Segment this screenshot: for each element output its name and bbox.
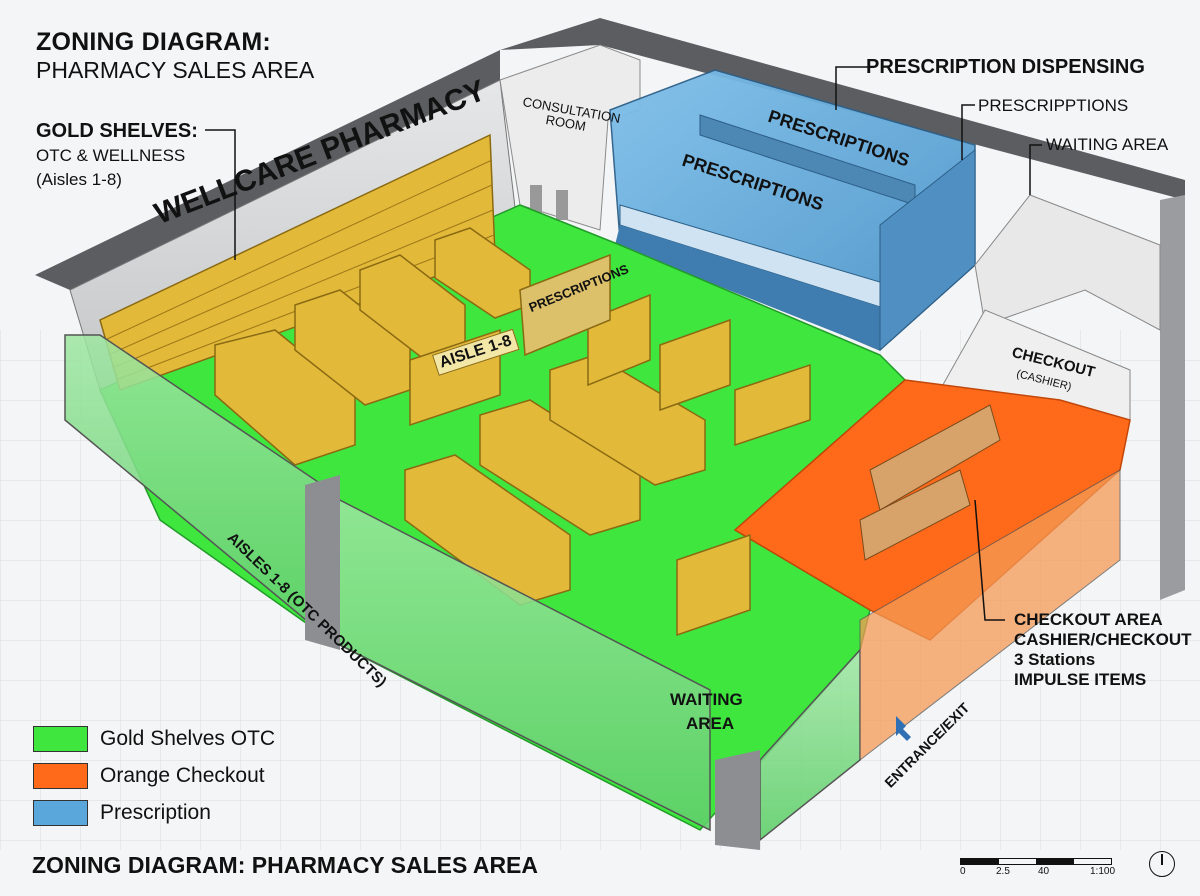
diagram-title: ZONING DIAGRAM: [36, 28, 271, 56]
entrance-arrow-icon [896, 716, 911, 741]
checkout-callout-line3: 3 Stations [1014, 650, 1096, 669]
scale-bar: 0 2.5 40 1:100 [960, 858, 1130, 880]
legend-item-prescription: Prescription [33, 794, 275, 831]
legend-label-prescription: Prescription [100, 800, 211, 824]
waiting-area-floor-label-2: AREA [686, 714, 735, 733]
scale-tick-2: 40 [1038, 866, 1050, 877]
leader-lines [205, 66, 1042, 621]
scale-tick-0: 0 [960, 866, 966, 877]
checkout-zone-floor [733, 379, 1131, 641]
gold-shelves-heading: GOLD SHELVES: [36, 120, 198, 142]
waiting-area-floor-label-1: WAITING [670, 690, 743, 709]
waiting-area-callout: WAITING AREA [1046, 135, 1169, 154]
scale-tick-3: 1:100 [1090, 866, 1116, 877]
legend-label-checkout: Orange Checkout [100, 763, 265, 787]
checkout-callout-line1: CHECKOUT AREA [1014, 610, 1163, 629]
legend-swatch-otc [33, 725, 88, 752]
legend: Gold Shelves OTC Orange Checkout Prescri… [33, 720, 275, 831]
prescriptions-callout: PRESCRIPPTIONS [978, 96, 1129, 115]
north-arrow-icon [1149, 851, 1175, 877]
legend-swatch-prescription [33, 799, 88, 826]
gold-shelves-line1: OTC & WELLNESS [36, 146, 186, 165]
scale-ticks: 0 2.5 40 1:100 [960, 866, 1130, 880]
checkout-callout-line4: IMPULSE ITEMS [1014, 670, 1147, 689]
diagram-subtitle: PHARMACY SALES AREA [36, 57, 315, 83]
scale-bar-graphic [960, 858, 1112, 865]
prescription-dispensing-label: PRESCRIPTION DISPENSING [866, 56, 1145, 78]
checkout-callout: CHECKOUT AREA CASHIER/CHECKOUT 3 Station… [1014, 610, 1192, 690]
scale-tick-1: 2.5 [996, 866, 1010, 877]
footer-title: ZONING DIAGRAM: PHARMACY SALES AREA [32, 852, 539, 878]
legend-item-checkout: Orange Checkout [33, 757, 275, 794]
legend-swatch-checkout [33, 762, 88, 789]
legend-item-otc: Gold Shelves OTC [33, 720, 275, 757]
aisle-gondolas [214, 227, 811, 637]
front-glass-walls [64, 334, 1121, 850]
consultation-room [499, 44, 641, 231]
legend-label-otc: Gold Shelves OTC [100, 726, 276, 750]
checkout-callout-line2: CASHIER/CHECKOUT [1014, 630, 1192, 649]
gold-shelves-line2: (Aisles 1-8) [36, 170, 122, 189]
prescription-zone [609, 69, 976, 352]
